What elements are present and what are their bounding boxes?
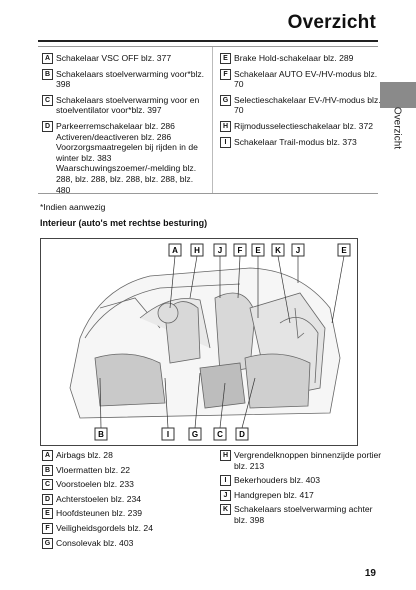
key-badge: E (42, 508, 53, 520)
section-tab-marker (380, 82, 416, 108)
callout-badge: F (233, 243, 247, 257)
callout-badge: B (94, 427, 108, 441)
callout-badge: I (161, 427, 175, 441)
key-badge: J (220, 489, 231, 501)
key-badge: I (220, 475, 231, 487)
leader-line (99, 377, 102, 429)
callout-badge: A (168, 243, 182, 257)
svg-text:G: G (192, 430, 198, 439)
svg-text:C: C (217, 430, 223, 439)
leader-line (237, 255, 241, 299)
leader-line (164, 377, 169, 429)
svg-text:A: A (172, 246, 178, 255)
key-badge: I (220, 136, 231, 148)
callouts-bottom (99, 372, 256, 429)
footnote: *Indien aanwezig (40, 202, 106, 212)
key-badge: A (42, 450, 53, 461)
svg-text:D: D (239, 430, 245, 439)
section-tab-label: Overzicht (391, 106, 403, 150)
key-badge: G (42, 537, 53, 549)
key-badge: B (42, 68, 53, 80)
callout-badge: H (190, 243, 204, 257)
leader-line (277, 255, 291, 324)
svg-text:H: H (194, 246, 200, 255)
title-rule (38, 40, 378, 42)
leader-line (331, 255, 345, 324)
key-badge: B (42, 464, 53, 476)
svg-text:J: J (218, 246, 222, 255)
callout-badge: D (235, 427, 249, 441)
callout-badge: G (188, 427, 202, 441)
interior-diagram: A H J F E K J E B I G C D (40, 238, 358, 446)
key-badge: K (220, 504, 231, 516)
key-badge: F (220, 68, 231, 80)
section-heading: Interieur (auto's met rechtse besturing) (40, 218, 208, 228)
svg-text:E: E (341, 246, 347, 255)
car-interior-illustration (69, 267, 341, 419)
key-badge: E (220, 53, 231, 64)
key-badge: A (42, 53, 53, 64)
svg-text:I: I (167, 430, 169, 439)
callouts-top (169, 255, 345, 324)
svg-text:E: E (255, 246, 261, 255)
callout-badge: C (213, 427, 227, 441)
key-badge: H (220, 450, 231, 461)
svg-text:B: B (98, 430, 104, 439)
key-badge: D (42, 493, 53, 505)
callout-badge: J (213, 243, 227, 257)
key-badge: G (220, 94, 231, 106)
svg-text:F: F (238, 246, 243, 255)
leader-line (169, 255, 176, 309)
callout-badge: E (251, 243, 265, 257)
leader-line (194, 372, 201, 429)
callout-labels: A H J F E K J E B I G C D (94, 243, 351, 441)
svg-text:J: J (296, 246, 300, 255)
leader-line (219, 382, 226, 429)
column-divider (212, 47, 213, 193)
key-badge: F (42, 522, 53, 534)
leader-line (241, 377, 256, 429)
svg-text:K: K (275, 246, 281, 255)
callout-badge: K (271, 243, 285, 257)
leader-line (189, 255, 198, 299)
key-badge: H (220, 120, 231, 132)
page-number: 19 (364, 568, 376, 579)
key-badge: C (42, 479, 53, 491)
key-badge: D (42, 120, 53, 132)
key-badge: C (42, 94, 53, 106)
callout-badge: E (337, 243, 351, 257)
callout-badge: J (291, 243, 305, 257)
page-title: Overzicht (287, 12, 376, 33)
